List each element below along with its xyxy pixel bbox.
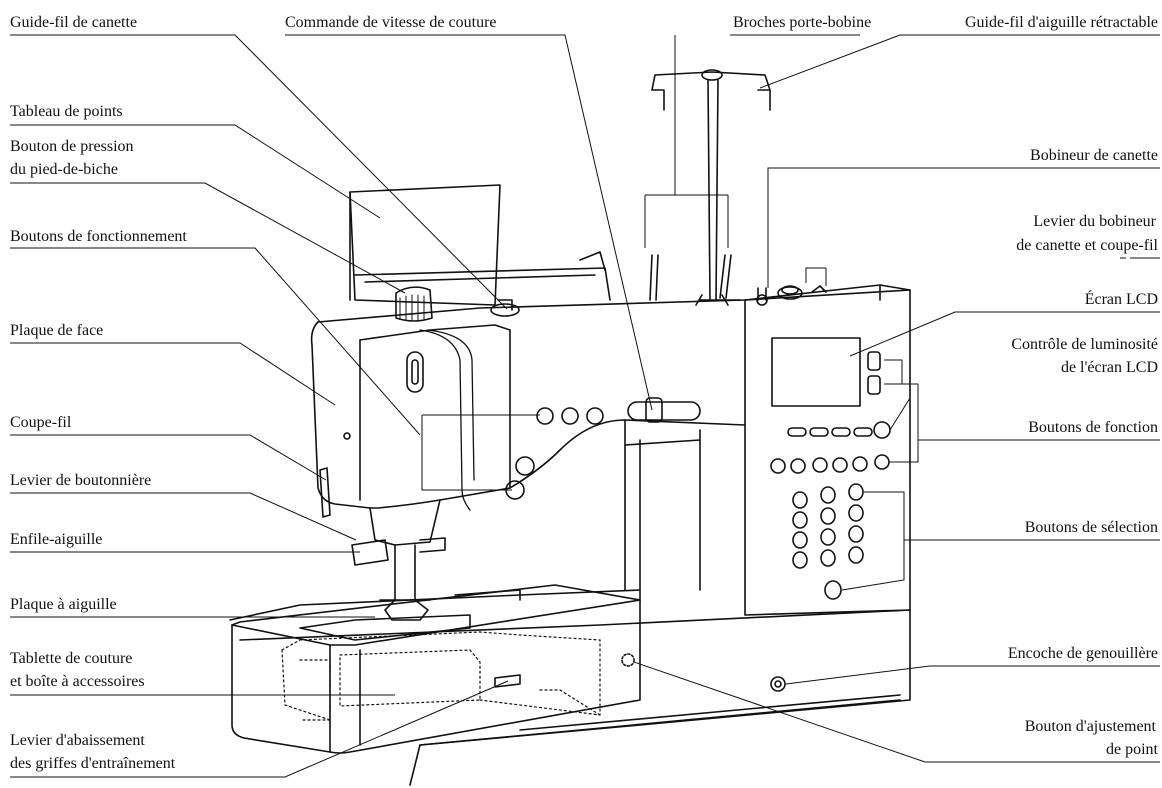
lcd-brightness-down — [868, 376, 880, 394]
label-tablette-2: et boîte à accessoires — [10, 673, 145, 690]
label-levier-bobineur-2: de canette et coupe-fil — [1016, 237, 1158, 254]
label-plaque-aiguille: Plaque à aiguille — [10, 596, 117, 613]
lcd-brightness-up — [868, 352, 880, 370]
label-levier-boutonniere: Levier de boutonnière — [10, 472, 152, 489]
label-commande-vitesse: Commande de vitesse de couture — [285, 14, 497, 31]
label-broches-porte-bobine: Broches porte-bobine — [733, 14, 872, 31]
label-bobineur-canette: Bobineur de canette — [1030, 147, 1158, 164]
label-bouton-pression-1: Bouton de pression — [10, 138, 134, 155]
sewing-machine-drawing — [230, 70, 910, 785]
label-boutons-fonctionnement: Boutons de fonctionnement — [10, 228, 187, 245]
label-controle-luminosite-2: de l'écran LCD — [1060, 359, 1158, 376]
label-coupe-fil: Coupe-fil — [10, 414, 72, 431]
label-boutons-fonction: Boutons de fonction — [1028, 419, 1158, 436]
label-tablette-1: Tablette de couture — [10, 650, 133, 667]
lcd-screen — [772, 338, 860, 406]
label-guide-fil-canette: Guide-fil de canette — [10, 14, 138, 31]
label-tableau-points: Tableau de points — [10, 103, 123, 120]
stitch-chart-lid — [350, 185, 500, 305]
label-boutons-selection: Boutons de sélection — [1024, 519, 1158, 536]
label-levier-griffes-1: Levier d'abaissement — [10, 732, 145, 749]
label-controle-luminosite-1: Contrôle de luminosité — [1011, 336, 1158, 353]
label-bouton-pression-2: du pied-de-biche — [10, 161, 118, 178]
accessory-box-outline — [232, 585, 640, 753]
label-levier-bobineur-1: Levier du bobineur — [1033, 213, 1156, 230]
label-ecran-lcd: Écran LCD — [1084, 291, 1158, 308]
label-guide-fil-aiguille: Guide-fil d'aiguille rétractable — [964, 14, 1158, 31]
pillar — [745, 290, 910, 615]
face-plate-outline — [360, 325, 510, 508]
label-enfile-aiguille: Enfile-aiguille — [10, 531, 103, 548]
label-levier-griffes-2: des griffes d'entraînement — [10, 755, 176, 772]
label-encoche-genouillere: Encoche de genouillère — [1007, 645, 1158, 662]
leader-lines — [10, 34, 1160, 778]
label-bouton-ajustement-1: Bouton d'ajustement — [1024, 718, 1156, 735]
label-plaque-face: Plaque de face — [10, 322, 104, 339]
label-bouton-ajustement-2: de point — [1106, 741, 1158, 758]
